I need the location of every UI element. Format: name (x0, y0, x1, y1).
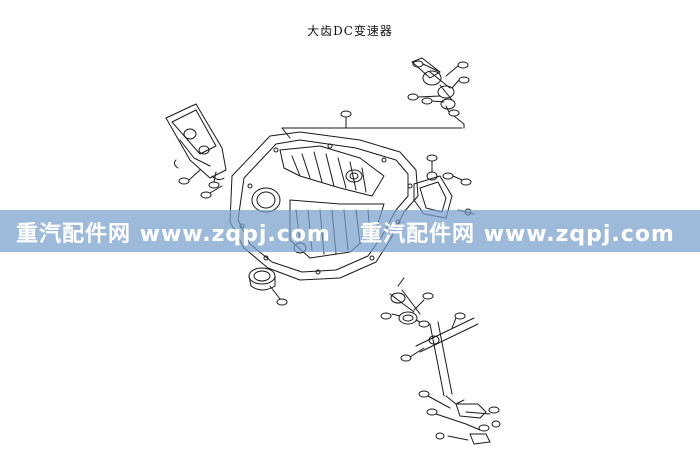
side-cover-plate (165, 103, 227, 199)
transmission-housing (229, 131, 419, 281)
diagram-title: 大齿DC变速器 (307, 24, 393, 38)
watermark-text: 重汽配件网 www.zqpj.com (16, 222, 331, 247)
oil-seal (248, 267, 288, 306)
breather-parts-right (413, 154, 475, 219)
watermark-text-repeat: 重汽配件网 www.zqpj.com (360, 222, 675, 247)
bushing-group-top-right (407, 57, 470, 129)
shift-shaft-assembly (380, 277, 501, 445)
watermark-banner: 重汽配件网 www.zqpj.com 重汽配件网 www.zqpj.com (0, 210, 700, 252)
